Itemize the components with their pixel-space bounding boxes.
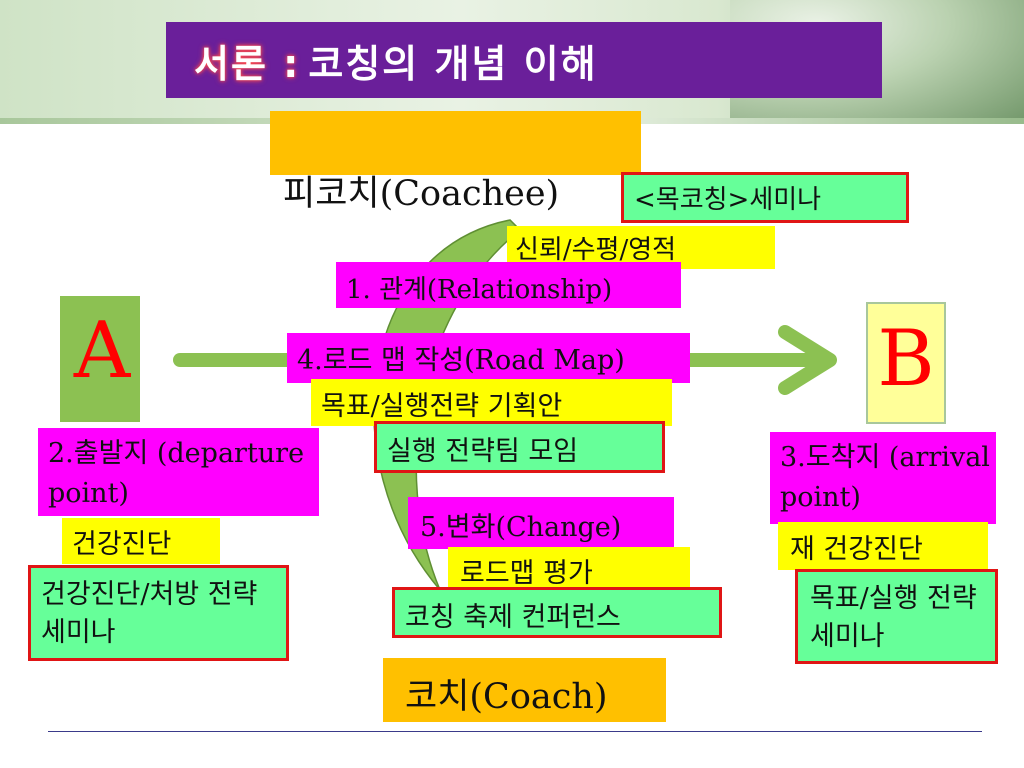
- arrival-label: 3.도착지 (arrival point): [780, 442, 990, 513]
- point-a-box: [60, 296, 140, 422]
- festival-box: 코칭 축제 컨퍼런스: [392, 587, 722, 638]
- mok-coaching-seminar-box: <목코칭>세미나: [621, 172, 909, 223]
- bottom-divider: [48, 731, 982, 732]
- arrival-box: [770, 432, 996, 524]
- point-b-label: B: [877, 320, 935, 398]
- slide-title: 서론 : 코칭의 개념 이해: [166, 22, 882, 98]
- arrow-head: [778, 325, 837, 395]
- team-meeting-box: 실행 전략팀 모임: [374, 421, 665, 473]
- coach-box: 코치(Coach): [383, 658, 666, 722]
- roadmap-box: [287, 333, 690, 383]
- health-check-box: 건강진단: [62, 518, 220, 564]
- goal-plan-box: 목표/실행전략 기획안: [311, 379, 672, 426]
- trust-box: 신뢰/수평/영적: [507, 226, 775, 269]
- coachee-orange-block: [270, 111, 641, 175]
- title-main: 코칭의 개념 이해: [308, 41, 598, 86]
- point-b-box: [866, 302, 946, 424]
- departure-box: [38, 428, 319, 516]
- goal-seminar-box: 목표/실행 전략세미나: [795, 569, 998, 664]
- relationship-box: 1. 관계(Relationship): [336, 262, 681, 308]
- coachee-label: 피코치(Coachee): [283, 174, 560, 214]
- departure-label: 2.출발지 (departure point): [48, 438, 305, 509]
- health-seminar-box: 건강진단/처방 전략 세미나: [28, 565, 289, 661]
- change-box: 5.변화(Change): [408, 497, 674, 549]
- roadmap-label: 4.로드 맵 작성(Road Map): [297, 345, 625, 376]
- title-prefix: 서론 :: [194, 41, 301, 86]
- recheck-box: 재 건강진단: [778, 522, 988, 570]
- roadmap-eval-box: 로드맵 평가: [448, 547, 690, 587]
- point-a-label: A: [73, 312, 131, 390]
